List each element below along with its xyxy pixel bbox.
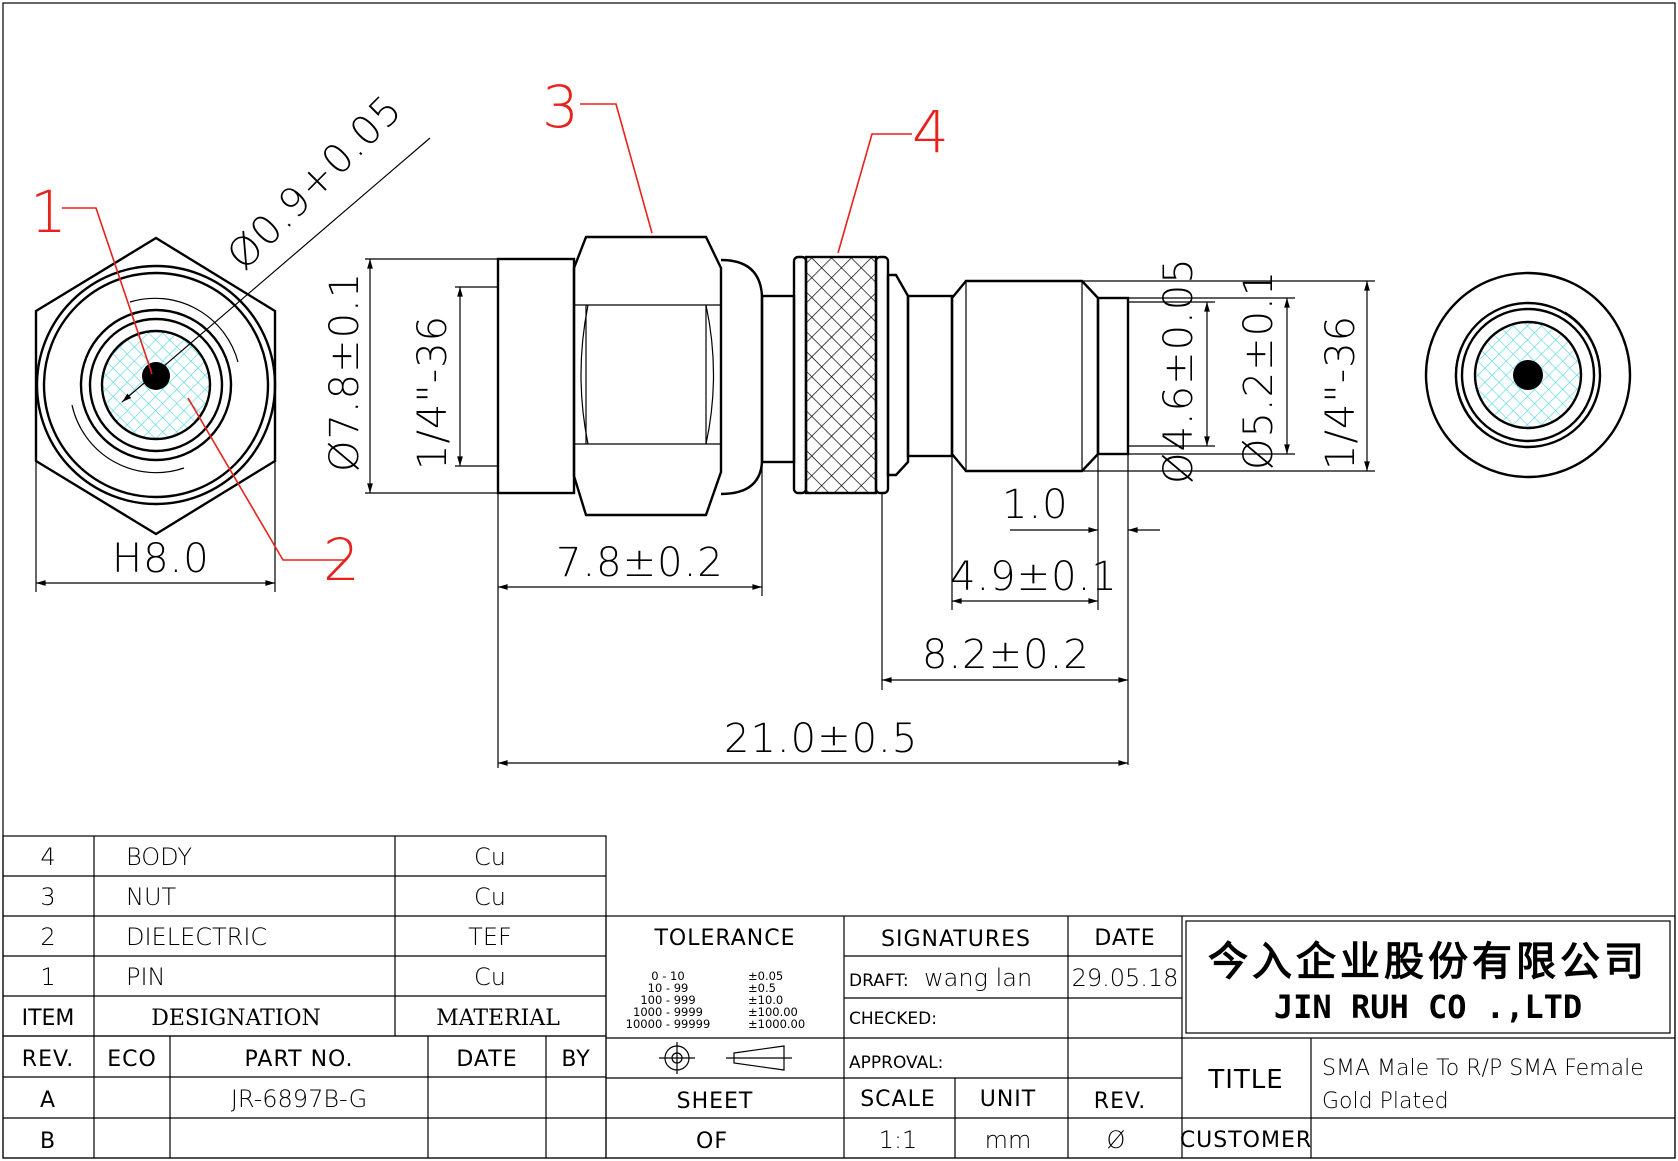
rev-label: REV. bbox=[1094, 1089, 1146, 1114]
dim-pin-dia: Ø0.9+0.05 bbox=[219, 86, 412, 279]
bom-material-3: Cu bbox=[474, 883, 506, 911]
rev-header-date: DATE bbox=[456, 1047, 517, 1072]
draft-date: 29.05.18 bbox=[1072, 964, 1179, 992]
tol-range-1: 10 - 99 bbox=[648, 981, 689, 995]
bom-item-3: 3 bbox=[40, 883, 55, 911]
dim-body-len: 8.2±0.2 bbox=[922, 632, 1090, 678]
dim-d-in: Ø4.6±0.05 bbox=[1156, 257, 1202, 484]
bom-header-material: MATERIAL bbox=[436, 1006, 560, 1031]
bom-header-item: ITEM bbox=[22, 1006, 75, 1031]
rear-body bbox=[496, 257, 576, 495]
company-chinese: 今入企业股份有限公司 bbox=[1208, 939, 1648, 985]
dim-body-dia: Ø7.8±0.1 bbox=[322, 272, 368, 472]
bom-material-4: Cu bbox=[474, 843, 506, 871]
tol-value-0: ±0.05 bbox=[748, 969, 783, 983]
rev-header-part-no: PART NO. bbox=[245, 1047, 354, 1072]
pin-left bbox=[142, 362, 170, 390]
tolerance-title: TOLERANCE bbox=[653, 926, 795, 951]
tol-value-2: ±10.0 bbox=[748, 993, 783, 1007]
tol-value-1: ±0.5 bbox=[748, 981, 776, 995]
customer-label: CUSTOMER bbox=[1180, 1128, 1312, 1153]
knurl-ring bbox=[804, 255, 878, 495]
callouts bbox=[62, 103, 912, 561]
dim-d-out: Ø5.2±0.1 bbox=[1236, 270, 1282, 470]
sheet-label: SHEET bbox=[677, 1089, 754, 1114]
dim-female-len: 4.9±0.1 bbox=[950, 554, 1118, 600]
rev-header-rev: REV. bbox=[22, 1047, 74, 1072]
tol-range-2: 100 - 999 bbox=[640, 993, 695, 1007]
unit-label: UNIT bbox=[980, 1087, 1037, 1112]
rev-row-a-part-no: JR-6897B-G bbox=[231, 1085, 367, 1113]
sheet-of-label: OF bbox=[696, 1129, 728, 1154]
dim-thread-right: 1/4"-36 bbox=[1318, 315, 1364, 470]
dim-total-len: 21.0±0.5 bbox=[724, 716, 918, 762]
title-line-2: Gold Plated bbox=[1322, 1089, 1449, 1114]
bom-material-2: TEF bbox=[468, 923, 512, 951]
callout-2: 2 bbox=[323, 526, 360, 594]
tol-range-3: 1000 - 9999 bbox=[633, 1005, 703, 1019]
rev-row-b: B bbox=[40, 1129, 56, 1154]
bom-item-2: 2 bbox=[40, 923, 55, 951]
rev-header-by: BY bbox=[561, 1047, 590, 1072]
rev-header-eco: ECO bbox=[107, 1047, 157, 1072]
bom-designation-2: DIELECTRIC bbox=[126, 923, 267, 951]
callout-1: 1 bbox=[30, 178, 67, 246]
female-thread bbox=[950, 279, 1100, 473]
projection-symbol-icon bbox=[659, 1042, 792, 1074]
bom-item-1: 1 bbox=[40, 963, 55, 991]
title-block-grid bbox=[605, 915, 1676, 1159]
dim-thread-left: 1/4"-36 bbox=[410, 315, 456, 470]
bom-designation-4: BODY bbox=[126, 843, 192, 871]
bom-material-1: Cu bbox=[474, 963, 506, 991]
bom-designation-3: NUT bbox=[126, 883, 177, 911]
pin-right bbox=[1513, 360, 1543, 390]
rev-value: Ø bbox=[1107, 1126, 1126, 1154]
dimension-lines bbox=[35, 258, 1375, 768]
bom-item-4: 4 bbox=[40, 843, 55, 871]
draft-name: wang lan bbox=[924, 964, 1032, 992]
dim-hex: H8.0 bbox=[112, 536, 210, 582]
side-view bbox=[496, 235, 1130, 517]
tol-value-3: ±100.00 bbox=[748, 1005, 798, 1019]
tol-range-0: 0 - 10 bbox=[651, 969, 684, 983]
hex-nut bbox=[572, 235, 723, 517]
dim-nut-len: 7.8±0.2 bbox=[556, 540, 724, 586]
tol-range-4: 10000 - 99999 bbox=[626, 1017, 711, 1031]
unit-value: mm bbox=[985, 1126, 1032, 1154]
scale-value: 1:1 bbox=[879, 1126, 918, 1154]
checked-label: CHECKED: bbox=[849, 1009, 937, 1029]
scale-label: SCALE bbox=[860, 1087, 936, 1112]
title-label: TITLE bbox=[1207, 1065, 1283, 1095]
tol-value-4: ±1000.00 bbox=[748, 1017, 805, 1031]
company-english: JIN RUH CO .,LTD bbox=[1274, 988, 1582, 1026]
callout-3: 3 bbox=[542, 73, 579, 141]
bom-header-designation: DESIGNATION bbox=[151, 1006, 321, 1031]
approval-label: APPROVAL: bbox=[849, 1053, 943, 1073]
date-title: DATE bbox=[1094, 926, 1155, 951]
draft-label: DRAFT: bbox=[849, 971, 909, 991]
dim-tip-len: 1.0 bbox=[1002, 482, 1069, 528]
title-line-1: SMA Male To R/P SMA Female bbox=[1322, 1056, 1644, 1081]
rev-row-a: A bbox=[40, 1088, 56, 1113]
bom-designation-1: PIN bbox=[126, 963, 166, 991]
callout-4: 4 bbox=[912, 98, 949, 166]
signatures-title: SIGNATURES bbox=[881, 927, 1031, 952]
right-end-view bbox=[1424, 271, 1632, 479]
